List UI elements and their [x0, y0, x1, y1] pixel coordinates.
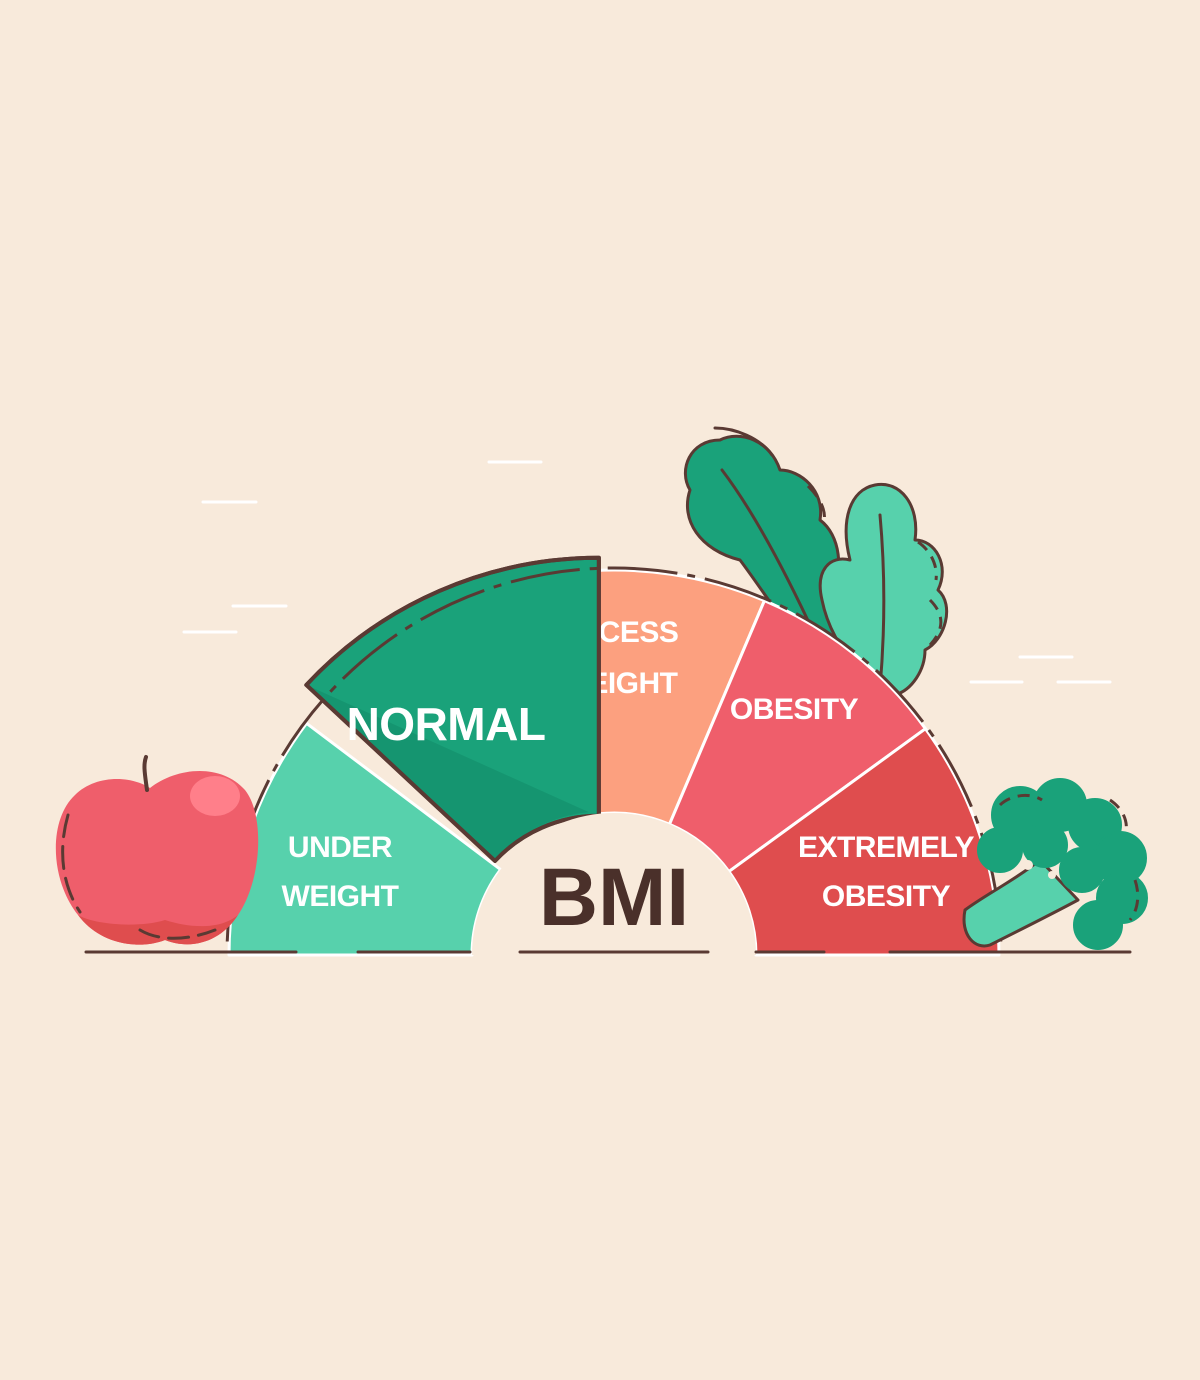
segment-normal-outline [304, 555, 601, 863]
segment-normal-label: NORMAL [347, 698, 546, 750]
segment-normal [304, 555, 601, 863]
segment-obesity-label: OBESITY [730, 693, 859, 726]
segment-under-weight-label: WEIGHT [282, 880, 399, 913]
bmi-gauge: UNDERWEIGHTEXCESSWEIGHTOBESITYEXTREMELYO… [225, 555, 1003, 957]
segment-normal-shade [306, 684, 589, 861]
segment-under-weight-label: UNDER [288, 831, 393, 864]
segment-extremely-obesity-label: OBESITY [822, 880, 951, 913]
segment-extremely-obesity-label: EXTREMELY [798, 831, 975, 864]
motion-lines [182, 460, 1112, 684]
gauge-center-label: BMI [539, 852, 689, 943]
broccoli-icon [962, 778, 1148, 950]
leaf-icon [818, 482, 949, 697]
gauge-hub [472, 813, 756, 955]
gauge-outline [225, 566, 1003, 942]
apple-icon [55, 755, 259, 945]
